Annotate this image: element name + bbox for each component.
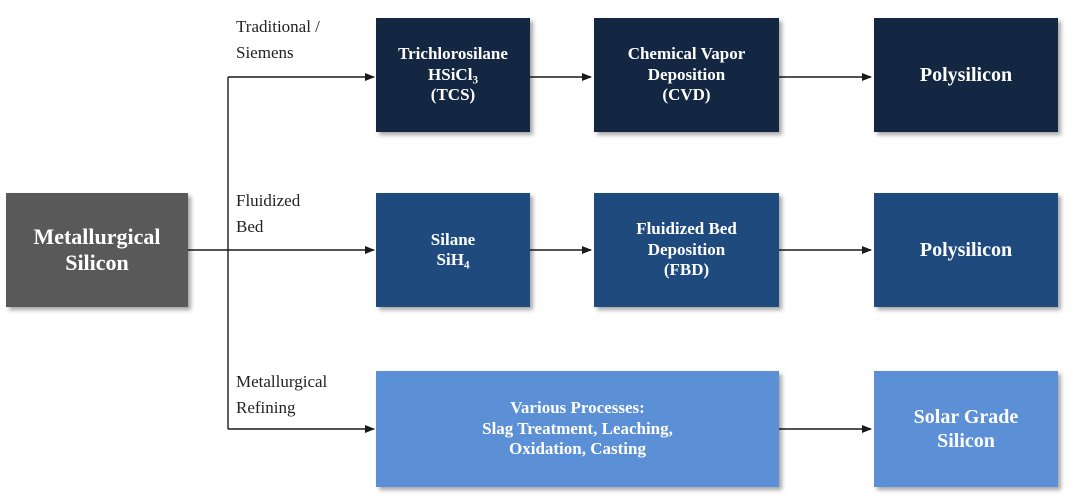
formula-base: SiH [436, 250, 464, 269]
formula-base: HSiCl [428, 64, 473, 84]
precursor-name: Trichlorosilane [398, 44, 508, 64]
process-line3: Oxidation, Casting [509, 439, 646, 459]
cvd-box: Chemical Vapor Deposition (CVD) [594, 18, 779, 132]
polysilicon-siemens-box: Polysilicon [874, 18, 1058, 132]
metallurgical-silicon-box: Metallurgical Silicon [6, 193, 188, 307]
source-line1: Metallurgical [33, 223, 161, 249]
process-line1: Fluidized Bed [636, 219, 737, 239]
process-line2: Deposition [647, 239, 726, 259]
source-line2: Silicon [65, 250, 129, 275]
product-line2: Silicon [937, 430, 995, 452]
process-line3: (CVD) [662, 85, 711, 105]
label-fluidized-bed: Fluidized Bed [236, 188, 300, 240]
solar-grade-silicon-box: Solar Grade Silicon [874, 371, 1058, 487]
polysilicon-fbd-box: Polysilicon [874, 193, 1058, 307]
label-line2: Refining [236, 398, 296, 417]
precursor-formula: SiH4 [436, 250, 470, 272]
process-line1: Various Processes: [510, 398, 645, 418]
formula-subscript: 4 [463, 259, 470, 272]
trichlorosilane-box: Trichlorosilane HSiCl3 (TCS) [376, 18, 530, 132]
process-line2: Deposition [647, 64, 726, 84]
label-line1: Metallurgical [236, 372, 328, 391]
label-traditional-siemens: Traditional / Siemens [236, 14, 320, 66]
various-processes-box: Various Processes: Slag Treatment, Leach… [376, 371, 779, 487]
product-line1: Polysilicon [919, 64, 1013, 86]
precursor-name: Silane [430, 229, 476, 249]
label-line2: Bed [236, 217, 264, 236]
process-line1: Chemical Vapor [627, 44, 746, 64]
label-metallurgical-refining: Metallurgical Refining [236, 369, 327, 421]
silane-box: Silane SiH4 [376, 193, 530, 307]
fbd-box: Fluidized Bed Deposition (FBD) [594, 193, 779, 307]
precursor-abbrev: (TCS) [430, 85, 476, 105]
process-line2: Slag Treatment, Leaching, [482, 418, 673, 438]
precursor-formula: HSiCl3 [428, 64, 478, 87]
process-line3: (FBD) [663, 260, 710, 280]
product-line1: Polysilicon [919, 239, 1013, 261]
label-line2: Siemens [236, 43, 294, 62]
label-line1: Fluidized [236, 191, 301, 210]
formula-subscript: 3 [472, 74, 478, 87]
label-line1: Traditional / [236, 17, 320, 36]
product-line1: Solar Grade [913, 406, 1019, 428]
